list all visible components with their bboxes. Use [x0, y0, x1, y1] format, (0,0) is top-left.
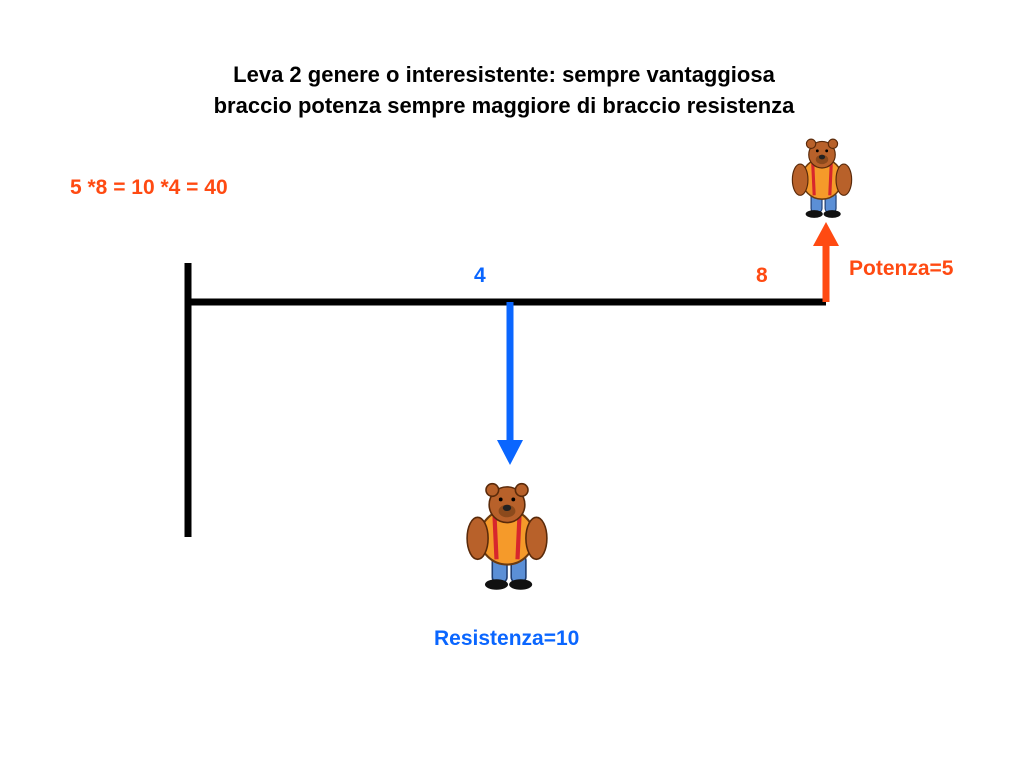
- power-label: Potenza=5: [849, 257, 954, 280]
- page-title-line-1: Leva 2 genere o interesistente: sempre v…: [233, 62, 775, 87]
- power-arrowhead: [813, 222, 839, 246]
- bear-icon: [467, 484, 547, 590]
- equation-text: 5 *8 = 10 *4 = 40: [70, 176, 228, 199]
- power-arm-length: 8: [756, 264, 768, 287]
- resistance-arm-length: 4: [474, 264, 486, 287]
- resistance-arrowhead: [497, 440, 523, 465]
- bear-icon: [790, 137, 854, 220]
- resistance-label: Resistenza=10: [434, 627, 580, 650]
- page-title-line-2: braccio potenza sempre maggiore di bracc…: [213, 93, 795, 118]
